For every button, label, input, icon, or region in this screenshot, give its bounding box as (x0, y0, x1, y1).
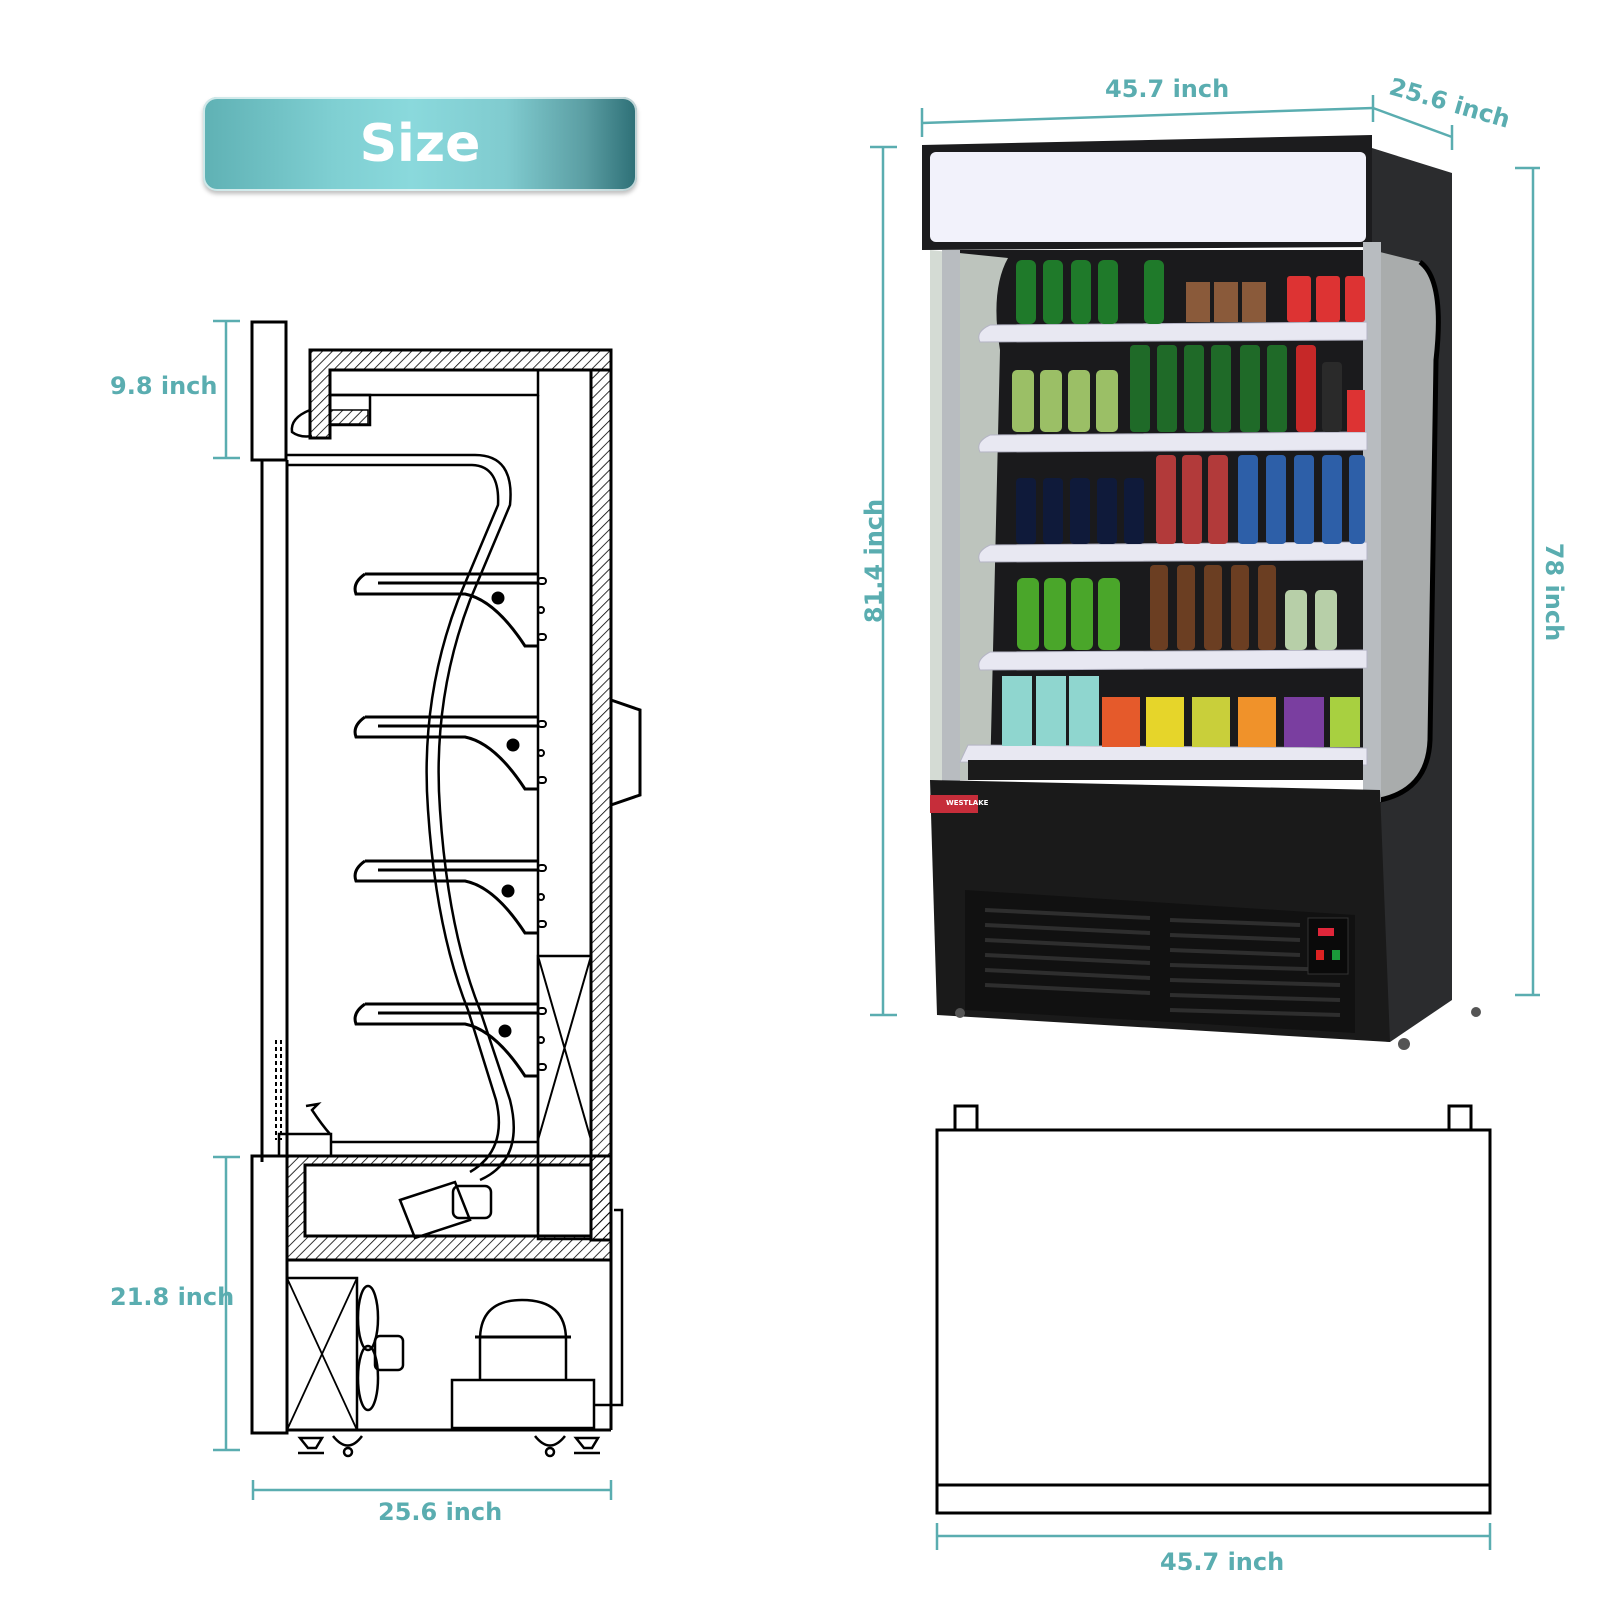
dim-top-view-width: 45.7 inch (1160, 1548, 1285, 1576)
dim-light-box-height: 9.8 inch (110, 372, 218, 400)
dim-body-height: 78 inch (1540, 542, 1569, 642)
front-product-photo (922, 135, 1481, 1050)
dim-base-height: 21.8 inch (110, 1283, 235, 1311)
dim-front-width: 45.7 inch (1105, 75, 1230, 103)
dimension-lines (213, 95, 1540, 1550)
canopy-light-box (250, 320, 288, 462)
size-title-badge: Size (203, 97, 637, 191)
brand-label: WESTLAKE (946, 799, 989, 807)
top-view-diagram (935, 1104, 1492, 1515)
size-title-label: Size (359, 114, 481, 174)
dim-total-height: 81.4 inch (860, 498, 889, 624)
dim-side-depth: 25.6 inch (378, 1498, 503, 1526)
